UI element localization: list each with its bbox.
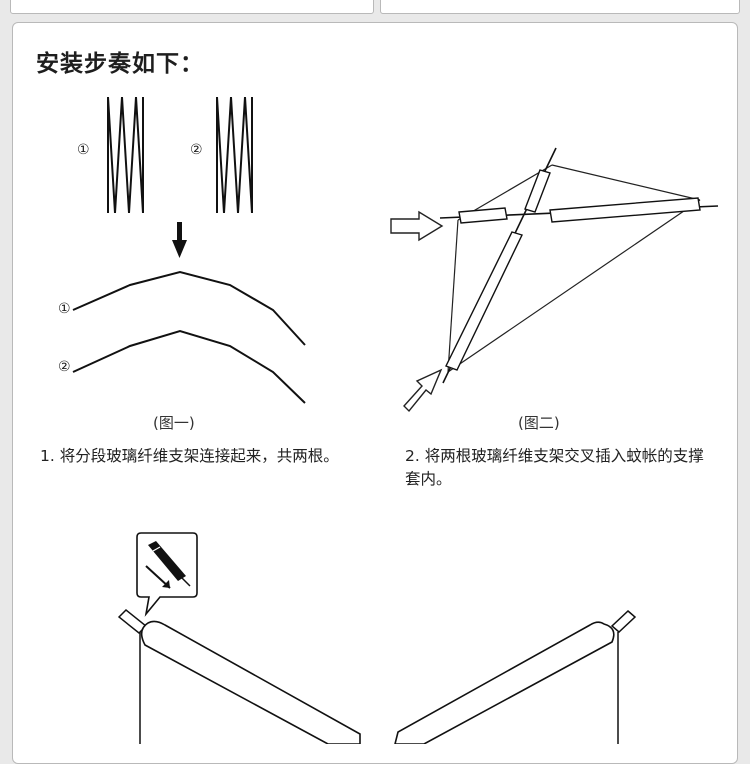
marker-1-arc: ① [58, 301, 71, 317]
marker-2-top: ② [190, 142, 203, 158]
mesh-frame [447, 164, 701, 373]
sleeve-left [140, 620, 361, 744]
previous-panel-right [380, 0, 740, 14]
insert-arrow-right-icon [390, 210, 444, 242]
previous-panel-left [10, 0, 374, 14]
sleeve-right [394, 621, 615, 744]
page-title: 安装步奏如下： [36, 51, 204, 77]
pole-crossbar [439, 147, 719, 384]
callout-bubble [136, 532, 198, 617]
marker-2-arc: ② [58, 359, 71, 375]
down-arrow-icon [172, 222, 187, 258]
pole-tip-right [610, 609, 637, 634]
installation-diagram: ① ② ① ② [58, 96, 719, 744]
marker-1-top: ① [77, 142, 90, 158]
figure-2-caption: (图二) [518, 414, 560, 432]
net-outline [139, 627, 619, 744]
insert-arrow-up-icon [403, 368, 443, 413]
step-1-text: 1. 将分段玻璃纤维支架连接起来，共两根。 [40, 447, 339, 465]
rod-segments-2 [216, 96, 253, 214]
figure-1-caption: (图一) [153, 414, 195, 432]
assembled-arc-1 [72, 270, 306, 346]
rod-segments-1 [107, 96, 144, 214]
pole-sleeves [445, 169, 701, 371]
step-2-text: 2. 将两根玻璃纤维支架交叉插入蚊帐的支撑套内。 [405, 447, 704, 488]
assembled-arc-2 [72, 329, 306, 404]
